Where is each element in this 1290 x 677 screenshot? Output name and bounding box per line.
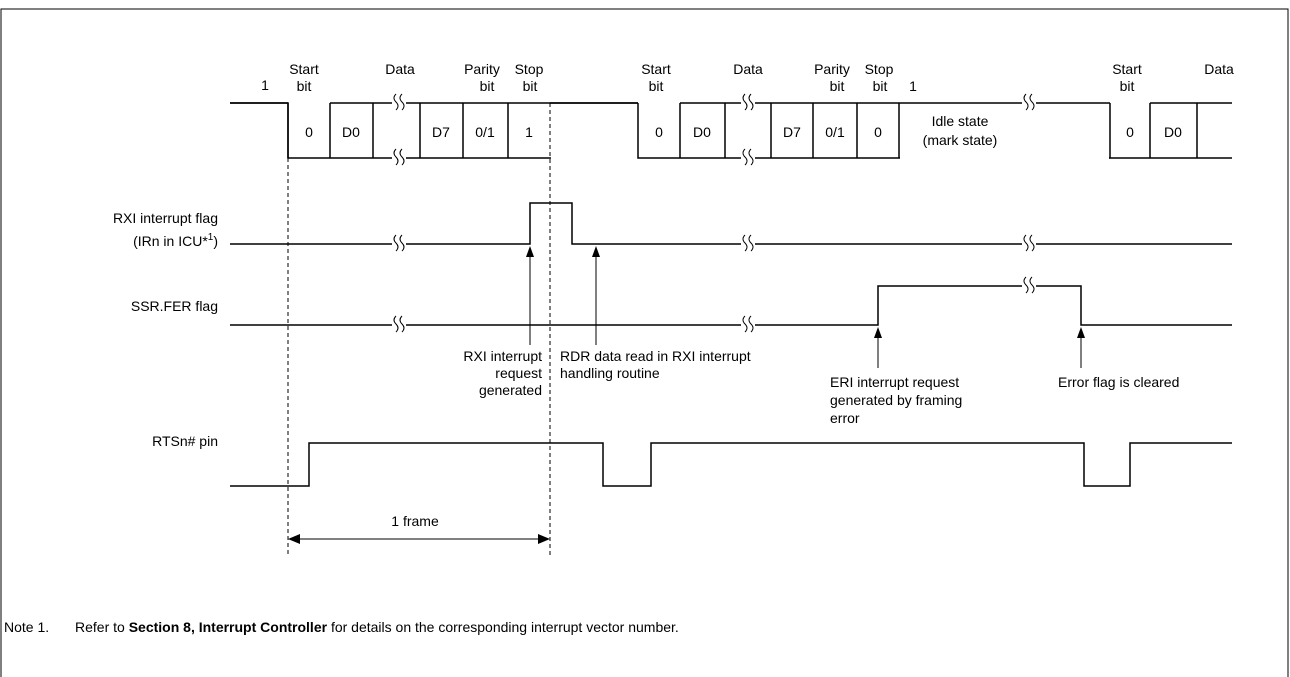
- fer-flag-label: SSR.FER flag: [131, 298, 218, 314]
- bit-cell-d0: D0: [1164, 124, 1182, 140]
- parity-bit-header: bit: [830, 78, 845, 94]
- bit-cell-start: 0: [305, 124, 313, 140]
- error-clear-annotation: Error flag is cleared: [1058, 374, 1179, 390]
- eri-request-arrow: [874, 327, 882, 368]
- rxi-flag-label: RXI interrupt flag: [113, 210, 218, 226]
- figure-border: [0, 8, 1289, 677]
- stop-bit-header: bit: [873, 78, 888, 94]
- break-mark: [392, 93, 406, 166]
- idle-one-right: 1: [909, 78, 917, 94]
- fer-flag-waveform: [230, 276, 1232, 333]
- idle-one-left: 1: [261, 77, 269, 93]
- start-bit-header: Start: [1112, 61, 1142, 77]
- rdr-read-annotation: handling routine: [560, 365, 660, 381]
- parity-bit-header: Parity: [464, 61, 500, 77]
- parity-bit-header: bit: [480, 78, 495, 94]
- rdr-read-arrow: [592, 246, 600, 345]
- rxi-request-arrow: [526, 246, 534, 345]
- start-bit-header: Start: [289, 61, 319, 77]
- bit-cell-d0: D0: [342, 124, 360, 140]
- bit-cell-start: 0: [655, 124, 663, 140]
- bit-cell-stop: 1: [525, 124, 533, 140]
- break-mark: [741, 93, 755, 166]
- bit-cell-parity: 0/1: [825, 124, 845, 140]
- start-bit-header: bit: [649, 78, 664, 94]
- eri-request-annotation: generated by framing: [830, 392, 962, 408]
- data-line-waveform: [230, 99, 1232, 162]
- bit-cell-d0: D0: [693, 124, 711, 140]
- idle-state-label: Idle state: [932, 113, 989, 129]
- rts-pin-waveform: [230, 442, 1232, 487]
- start-bit-header: bit: [1120, 78, 1135, 94]
- data-header: Data: [733, 61, 763, 77]
- rxi-request-annotation: request: [495, 365, 542, 381]
- bit-cell-stop: 0: [874, 124, 882, 140]
- start-bit-header: Start: [641, 61, 671, 77]
- data-header: Data: [385, 61, 415, 77]
- bit-cell-d7: D7: [432, 124, 450, 140]
- stop-bit-header: Stop: [515, 61, 544, 77]
- data-header: Data: [1204, 61, 1234, 77]
- note-text: Refer to Section 8, Interrupt Controller…: [75, 619, 679, 635]
- parity-bit-header: Parity: [814, 61, 850, 77]
- frame-label: 1 frame: [391, 513, 439, 529]
- bit-cell-start: 0: [1126, 124, 1134, 140]
- error-clear-arrow: [1077, 327, 1085, 368]
- eri-request-annotation: error: [830, 410, 860, 426]
- note-label: Note 1.: [4, 619, 49, 635]
- bit-cell-parity: 0/1: [475, 124, 495, 140]
- start-bit-header: bit: [297, 78, 312, 94]
- bit-cell-d7: D7: [783, 124, 801, 140]
- rxi-request-annotation: RXI interrupt: [463, 348, 542, 364]
- eri-request-annotation: ERI interrupt request: [830, 374, 959, 390]
- stop-bit-header: Stop: [865, 61, 894, 77]
- rxi-flag-waveform: [230, 202, 1232, 252]
- rdr-read-annotation: RDR data read in RXI interrupt: [560, 348, 751, 364]
- frame-dimension-arrow: [288, 534, 550, 544]
- rts-pin-label: RTSn# pin: [152, 433, 218, 449]
- rxi-flag-label: (IRn in ICU*1): [133, 232, 218, 249]
- idle-state-label: (mark state): [923, 132, 998, 148]
- break-mark: [1022, 93, 1036, 111]
- stop-bit-header: bit: [523, 78, 538, 94]
- rxi-request-annotation: generated: [479, 382, 542, 398]
